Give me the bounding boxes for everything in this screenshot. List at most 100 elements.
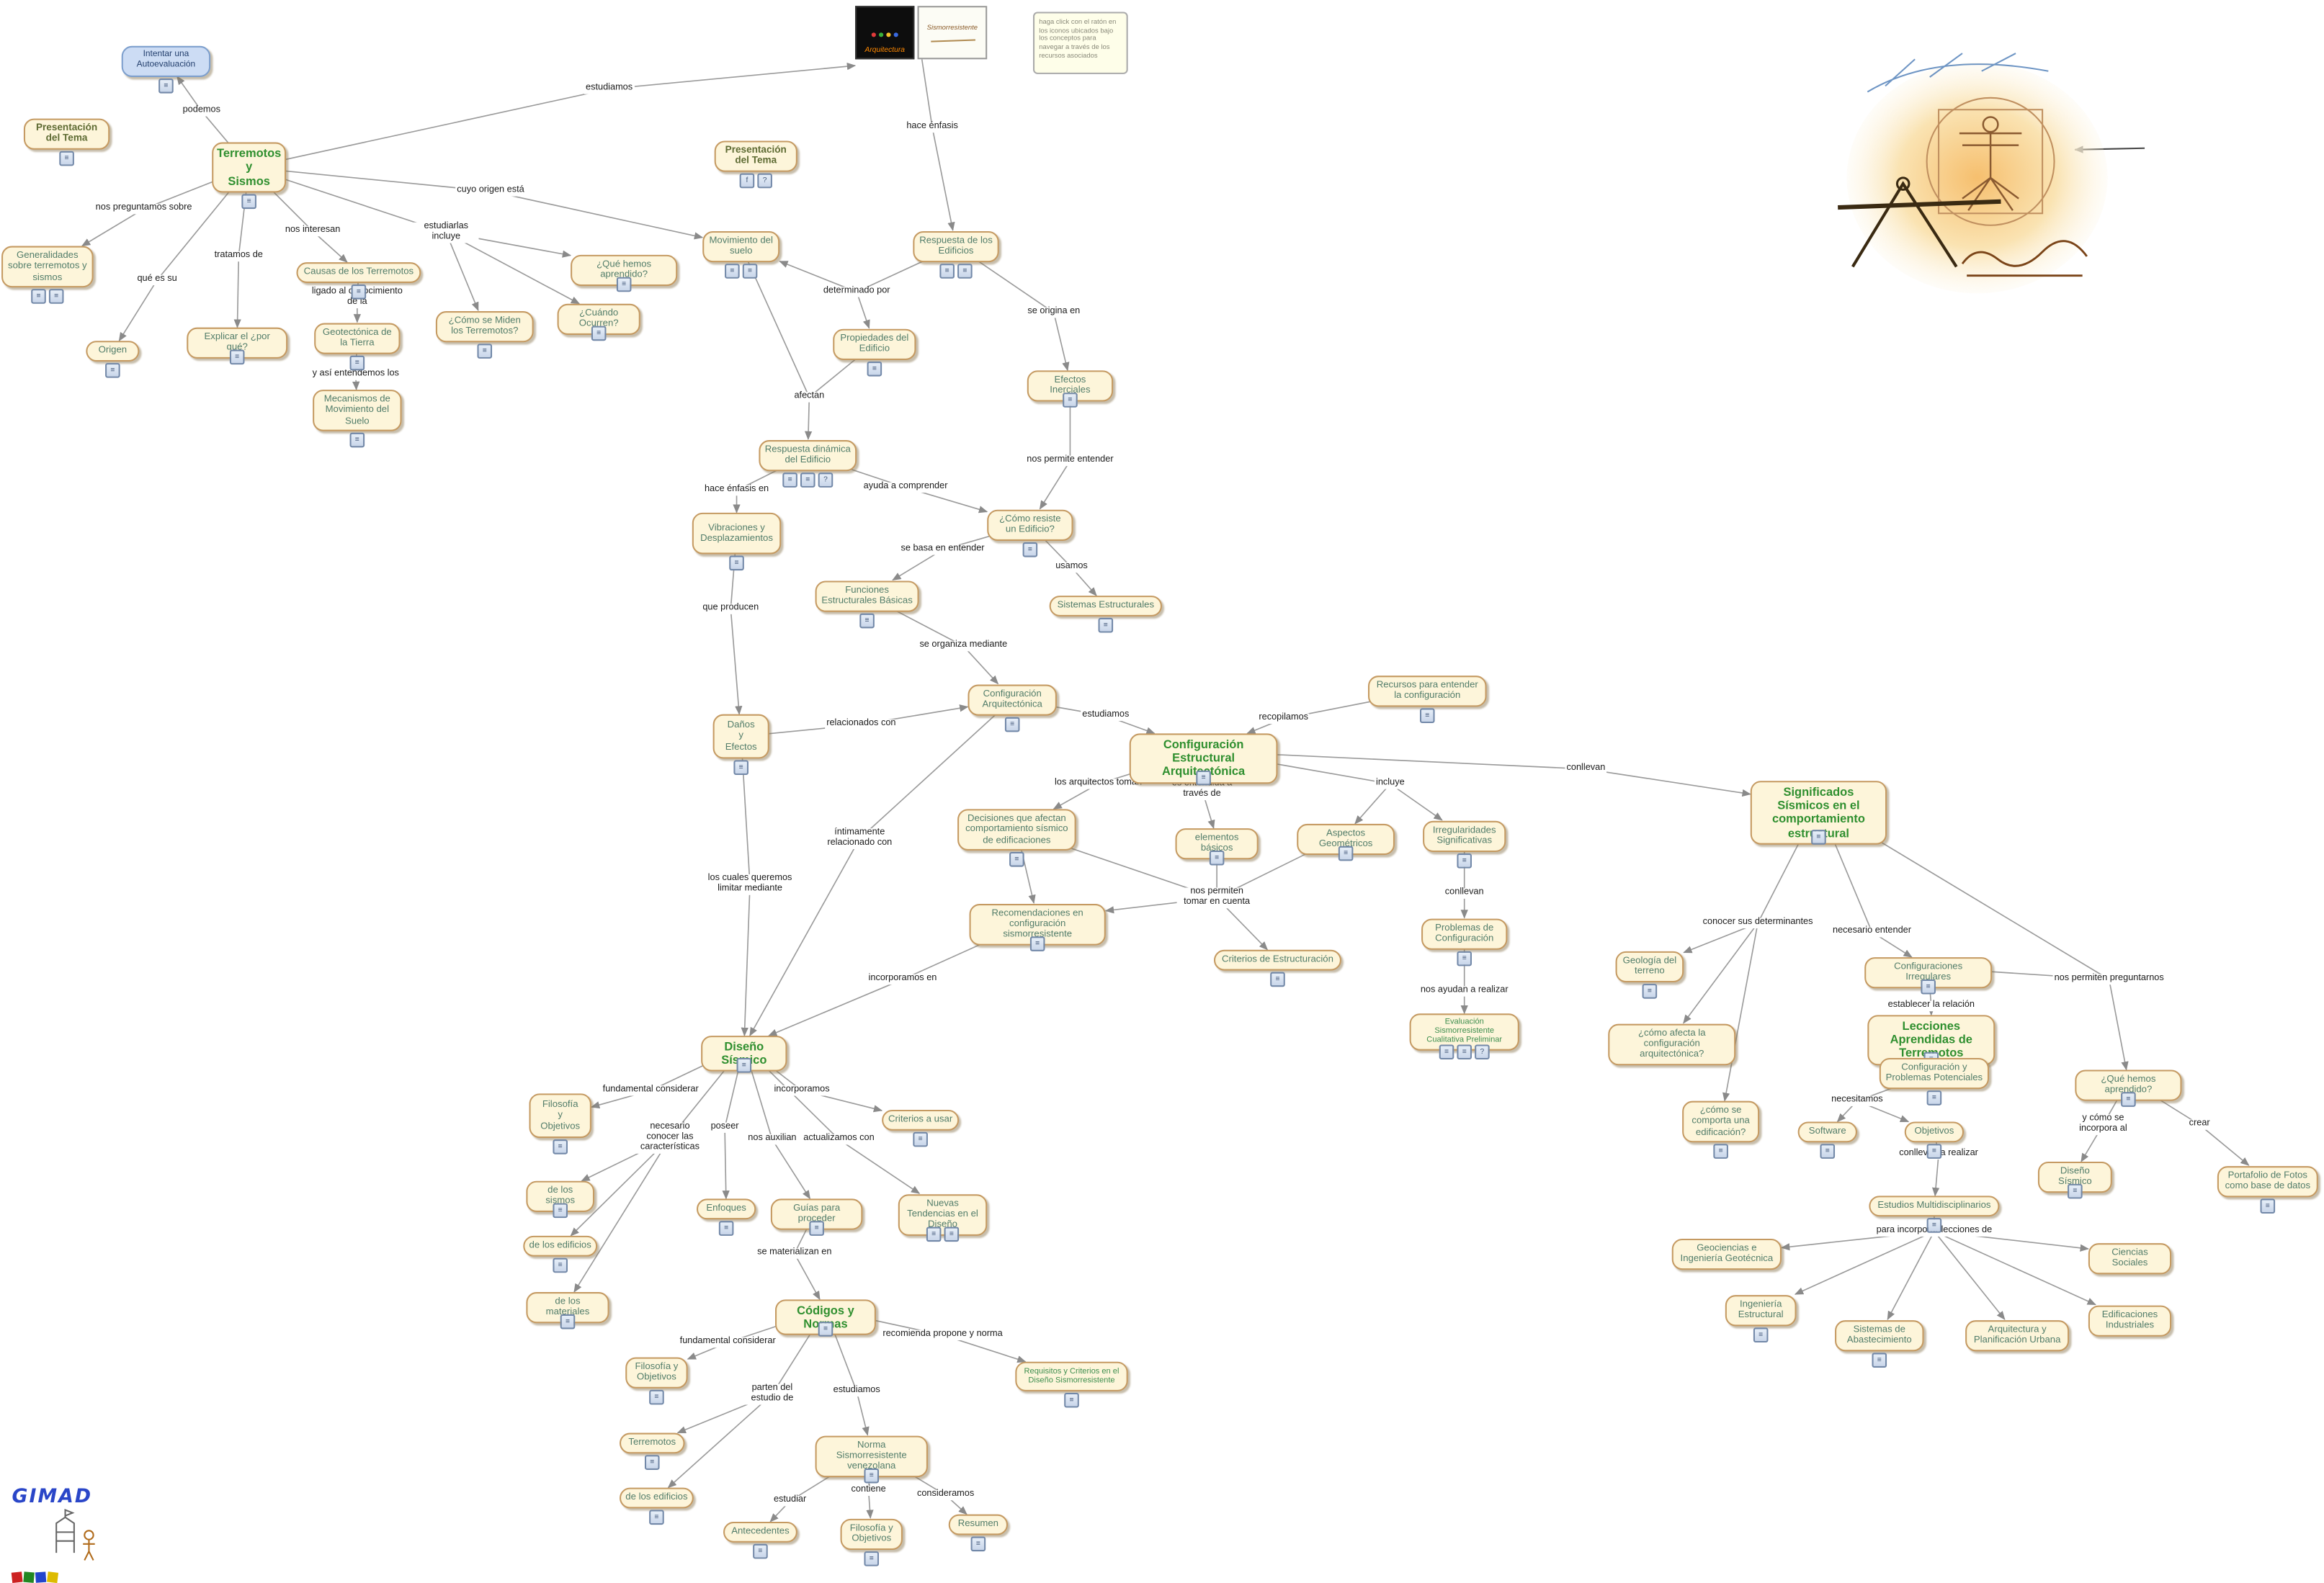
resource-document-icon[interactable]: ≡ [733,760,748,776]
resource-document-icon[interactable]: ≡ [718,1221,734,1236]
resource-document-icon[interactable]: ≡ [2260,1198,2276,1213]
concept-geologia[interactable]: Geología del terreno [1615,950,1684,982]
resource-document-icon[interactable]: ≡ [351,284,367,300]
concept-filosofia2[interactable]: Filosofía y Objetivos [625,1356,688,1388]
resource-document-icon[interactable]: ≡ [1063,393,1078,408]
resource-f-icon[interactable]: f [739,172,755,188]
concept-recursos[interactable]: Recursos para entender la configuración [1367,675,1487,707]
resource-document-icon[interactable]: ≡ [1926,1144,1942,1159]
thumbnail-arquitectura[interactable]: Arquitectura [855,6,915,60]
resource-document-icon[interactable]: ≡ [1872,1352,1887,1367]
resource-question-icon[interactable]: ? [1475,1044,1490,1060]
concept-como-miden[interactable]: ¿Cómo se Miden los Terremotos? [435,310,534,342]
concept-ing-estructural[interactable]: Ingeniería Estructural [1725,1294,1797,1326]
resource-document-icon[interactable]: ≡ [649,1510,664,1525]
concept-de-edificios2[interactable]: de los edificios [619,1487,694,1509]
concept-config-arq[interactable]: Configuración Arquitectónica [967,683,1057,715]
resource-document-icon[interactable]: ≡ [970,1536,986,1552]
resource-document-icon[interactable]: ≡ [553,1257,568,1273]
resource-document-icon[interactable]: ≡ [809,1221,824,1236]
concept-decisiones[interactable]: Decisiones que afectan comportamiento sí… [957,809,1076,851]
resource-document-icon[interactable]: ≡ [859,612,875,628]
concept-significados[interactable]: Significados Sísmicos en el comportamien… [1750,781,1887,845]
concept-funciones[interactable]: Funciones Estructurales Básicas [815,580,919,611]
concept-propiedades[interactable]: Propiedades del Edificio [833,328,916,359]
concept-como-resiste[interactable]: ¿Cómo resiste un Edificio? [987,508,1073,540]
resource-document-icon[interactable]: ≡ [725,263,740,278]
resource-document-icon[interactable]: ≡ [1926,1090,1942,1105]
resource-document-icon[interactable]: ≡ [957,263,973,278]
resource-document-icon[interactable]: ≡ [1029,936,1045,951]
resource-document-icon[interactable]: ≡ [616,277,632,292]
resource-document-icon[interactable]: ≡ [800,472,815,487]
resource-document-icon[interactable]: ≡ [1457,1044,1472,1060]
concept-diseno-sismico2[interactable]: Diseño Sísmico [2037,1162,2112,1193]
concept-generalidades[interactable]: Generalidades sobre terremotos y sismos [1,246,94,288]
concept-como-comporta[interactable]: ¿cómo se comporta una edificación? [1682,1100,1760,1143]
concept-criterios-usar[interactable]: Criterios a usar [882,1109,960,1131]
resource-document-icon[interactable]: ≡ [742,263,758,278]
concept-filosofia3[interactable]: Filosofía y Objetivos [840,1517,903,1550]
resource-document-icon[interactable]: ≡ [944,1226,960,1242]
concept-autoeval[interactable]: Intentar una Autoevaluación [121,45,211,76]
concept-problemas-config[interactable]: Problemas de Configuración [1421,918,1508,949]
concept-irregularidades[interactable]: Irregularidades Significativas [1423,820,1506,851]
resource-question-icon[interactable]: ? [757,172,772,188]
concept-objetivos-lecciones[interactable]: Objetivos [1904,1121,1965,1143]
concept-edif-industriales[interactable]: Edificaciones Industriales [2088,1304,2172,1336]
resource-document-icon[interactable]: ≡ [477,343,493,358]
concept-movimiento[interactable]: Movimiento del suelo [702,230,780,262]
concept-filosofia1[interactable]: Filosofía y Objetivos [529,1093,591,1139]
concept-causas[interactable]: Causas de los Terremotos [296,262,421,283]
resource-document-icon[interactable]: ≡ [1270,972,1285,987]
resource-document-icon[interactable]: ≡ [48,289,64,304]
resource-document-icon[interactable]: ≡ [1098,617,1114,633]
concept-config-problemas[interactable]: Configuración y Problemas Potenciales [1879,1057,1990,1089]
resource-document-icon[interactable]: ≡ [913,1131,928,1147]
resource-document-icon[interactable]: ≡ [241,194,256,210]
resource-document-icon[interactable]: ≡ [1196,770,1211,786]
resource-document-icon[interactable]: ≡ [818,1322,833,1337]
resource-document-icon[interactable]: ≡ [1921,979,1936,995]
concept-pres1[interactable]: Presentación del Tema [23,117,110,150]
resource-document-icon[interactable]: ≡ [1022,541,1038,557]
resource-document-icon[interactable]: ≡ [736,1057,752,1073]
resource-document-icon[interactable]: ≡ [1064,1392,1079,1408]
resource-document-icon[interactable]: ≡ [105,363,120,378]
resource-document-icon[interactable]: ≡ [644,1455,660,1470]
resource-document-icon[interactable]: ≡ [864,1551,880,1566]
concept-nuevas-tendencias[interactable]: Nuevas Tendencias en el Diseño [898,1193,988,1236]
resource-document-icon[interactable]: ≡ [1004,716,1020,732]
resource-document-icon[interactable]: ≡ [560,1314,576,1329]
resource-question-icon[interactable]: ? [818,472,833,487]
resource-document-icon[interactable]: ≡ [926,1226,942,1242]
concept-como-afecta[interactable]: ¿cómo afecta la configuración arquitectó… [1608,1023,1736,1065]
concept-portafolio[interactable]: Portafolio de Fotos como base de datos [2217,1165,2318,1197]
resource-document-icon[interactable]: ≡ [1753,1327,1769,1342]
concept-pres2[interactable]: Presentación del Tema [714,140,797,171]
concept-terremotos[interactable]: Terremotos y Sismos [212,142,287,193]
concept-danos[interactable]: Daños y Efectos [712,714,769,759]
concept-terremotos2[interactable]: Terremotos [619,1432,685,1454]
resource-document-icon[interactable]: ≡ [158,78,174,93]
resource-document-icon[interactable]: ≡ [753,1543,768,1559]
resource-document-icon[interactable]: ≡ [729,555,744,571]
concept-software[interactable]: Software [1797,1121,1857,1143]
concept-enfoques[interactable]: Enfoques [696,1198,756,1220]
thumbnail-sismorresistente[interactable]: Sismorresistente [917,6,988,60]
resource-document-icon[interactable]: ≡ [1457,950,1472,966]
resource-document-icon[interactable]: ≡ [1457,853,1472,868]
resource-document-icon[interactable]: ≡ [649,1389,664,1404]
resource-document-icon[interactable]: ≡ [1419,707,1435,722]
resource-document-icon[interactable]: ≡ [939,263,955,278]
resource-document-icon[interactable]: ≡ [867,360,882,376]
concept-antecedentes[interactable]: Antecedentes [723,1521,797,1543]
resource-document-icon[interactable]: ≡ [1926,1218,1942,1233]
concept-de-edificios1[interactable]: de los edificios [523,1235,598,1257]
resource-document-icon[interactable]: ≡ [782,472,797,487]
concept-geociencias[interactable]: Geociencias e Ingeniería Geotécnica [1671,1237,1782,1270]
concept-estudios-multi[interactable]: Estudios Multidisciplinarios [1869,1196,2000,1217]
resource-document-icon[interactable]: ≡ [1209,850,1225,866]
resource-document-icon[interactable]: ≡ [1439,1044,1454,1060]
resource-document-icon[interactable]: ≡ [1009,852,1024,867]
